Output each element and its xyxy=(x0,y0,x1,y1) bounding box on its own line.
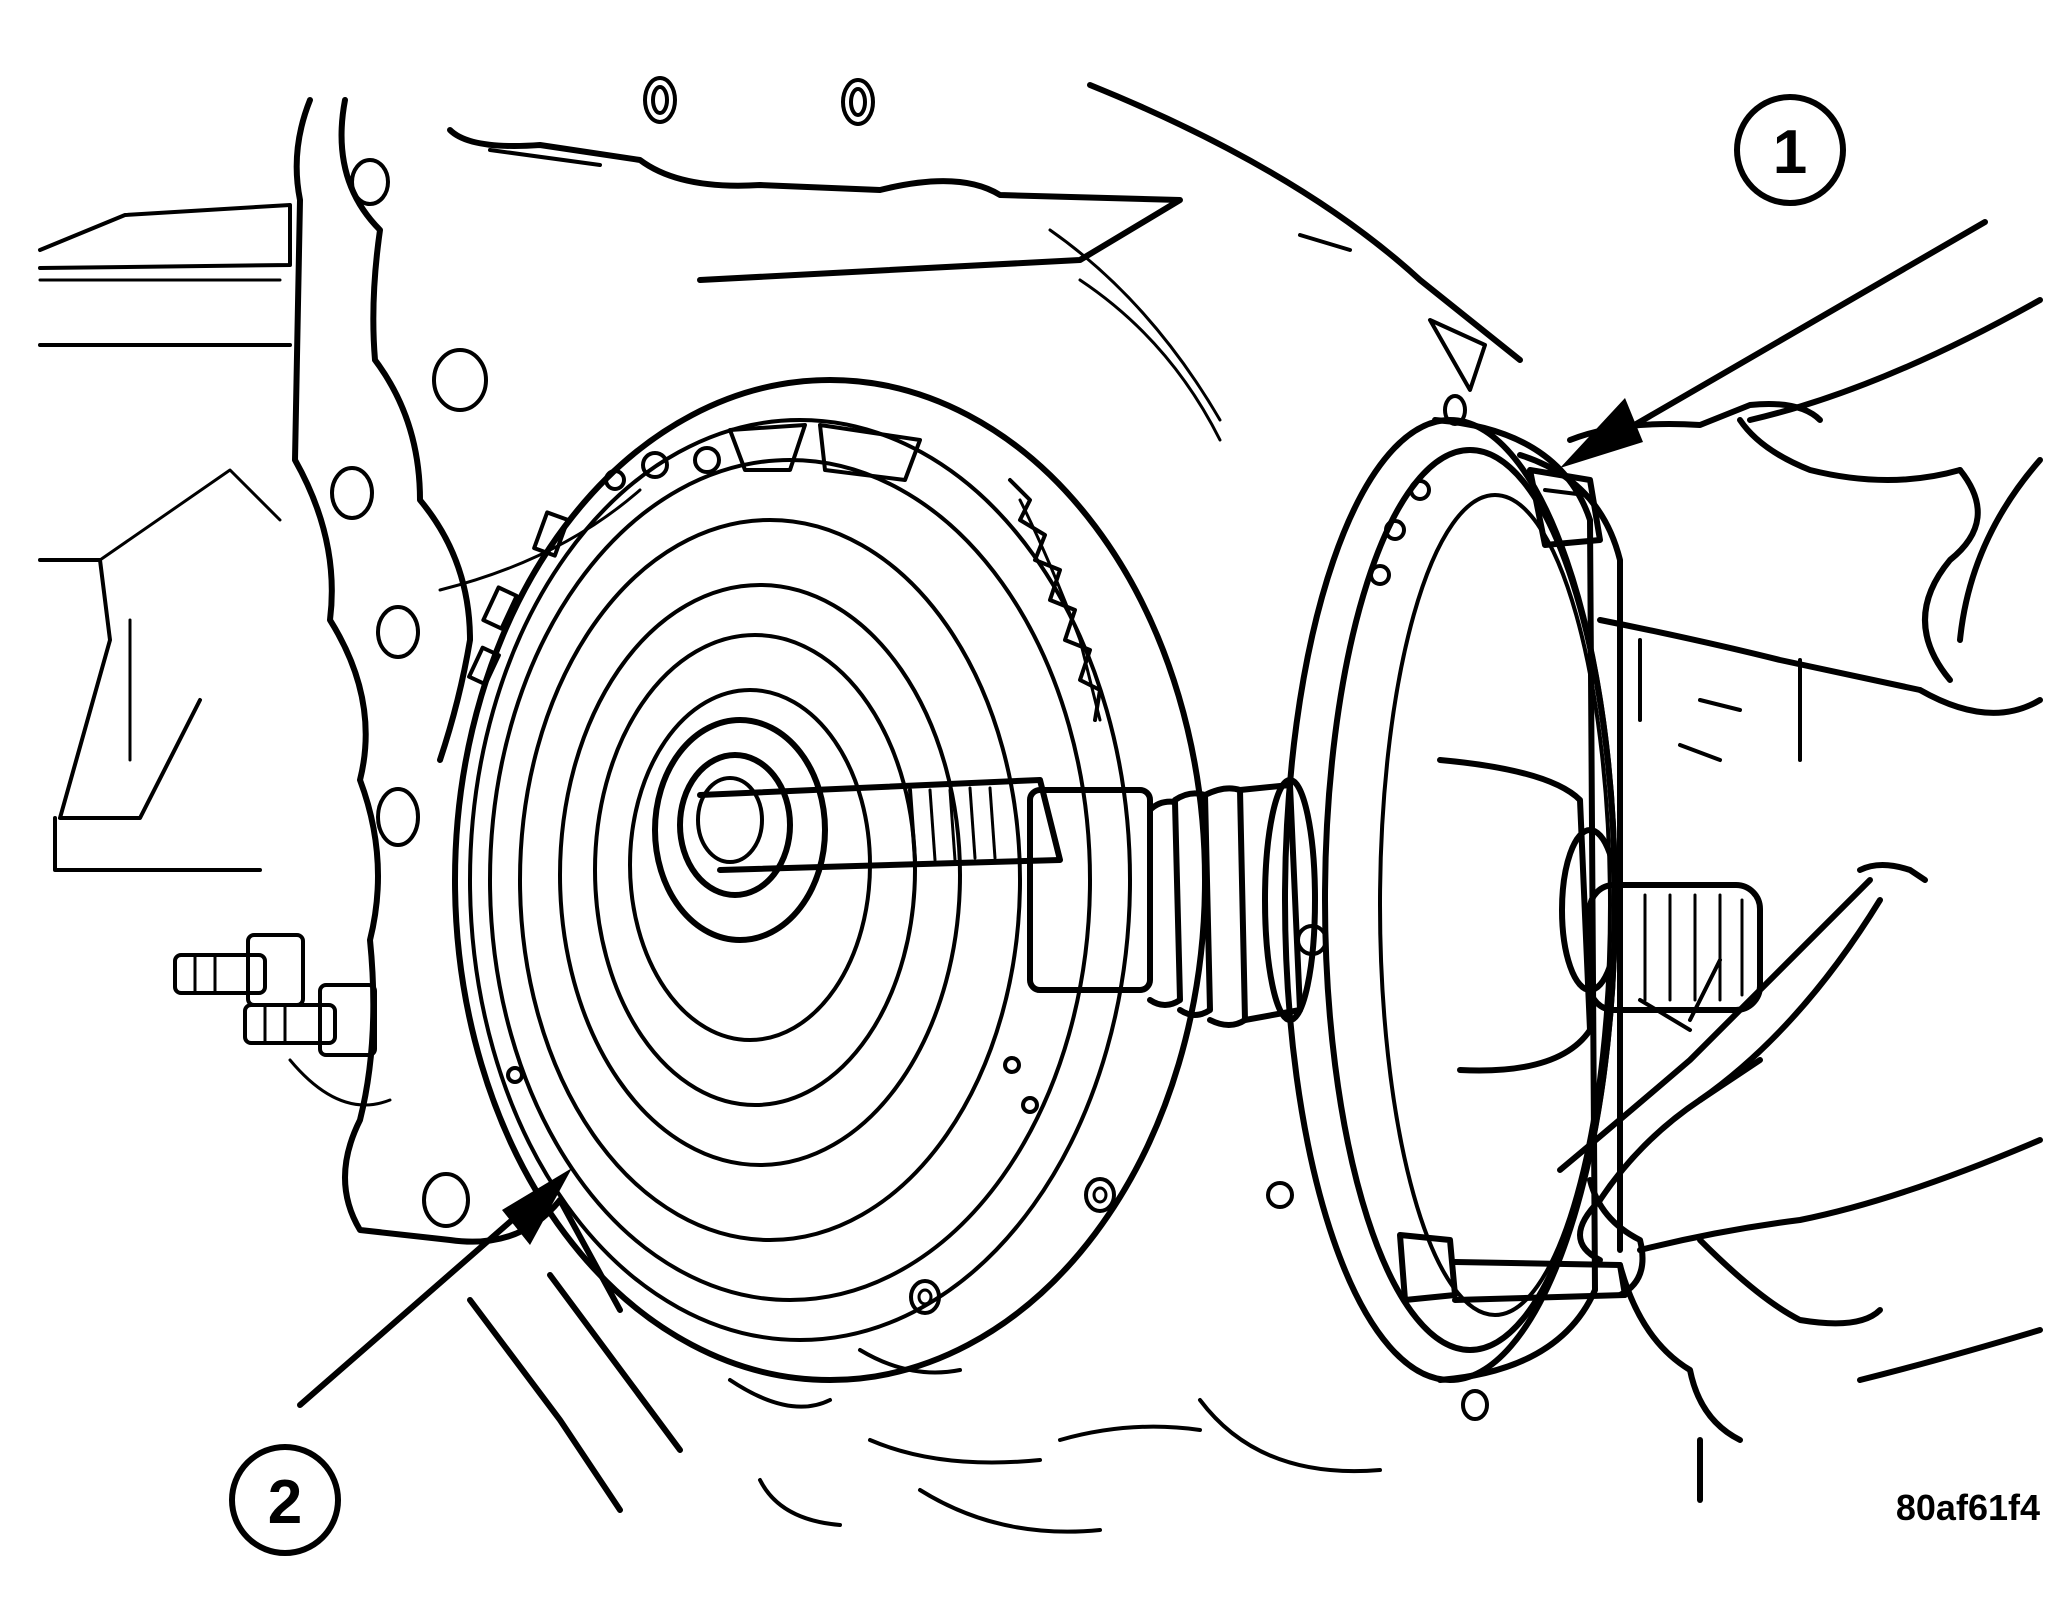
callout-1-number: 1 xyxy=(1773,118,1807,187)
pump-bore-seal-ring xyxy=(452,377,1208,1383)
oil-pump-housing xyxy=(1266,417,1763,1383)
arrowhead-icon xyxy=(1560,398,1643,468)
callout-1: 1 xyxy=(1560,94,1988,468)
callout-2-number: 2 xyxy=(268,1468,302,1537)
mount-bolts xyxy=(173,933,392,1107)
left-mounting-bracket xyxy=(38,203,292,872)
technician-hands xyxy=(1557,297,2043,1503)
arrowhead-icon xyxy=(502,1168,572,1245)
callout-2: 2 xyxy=(229,1168,572,1556)
figure-id-label: 80af61f4 xyxy=(1896,1487,2040,1528)
case-bolt-holes xyxy=(330,76,1489,1421)
